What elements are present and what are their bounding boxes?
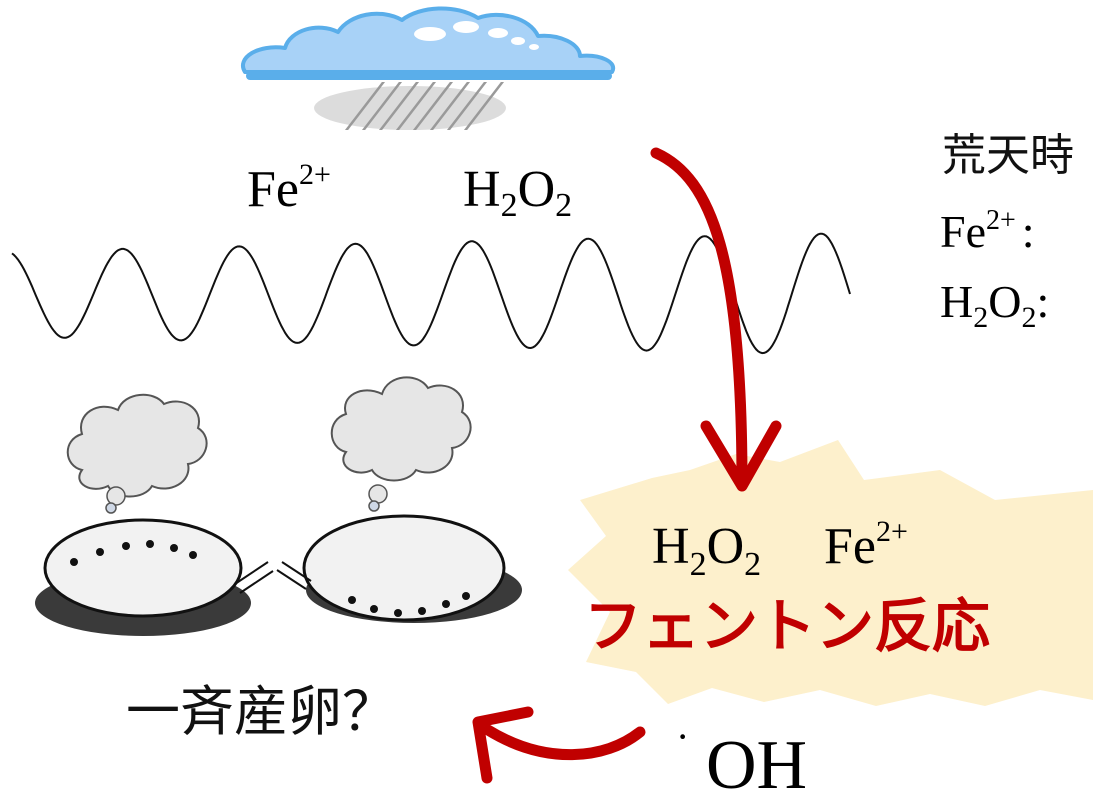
thought-cloud-right-icon [330,376,472,512]
spawning-label: 一斉産卵？ [126,680,396,743]
coral-left-eggs [70,540,197,566]
coral-right-eggs [348,592,470,617]
legend-h2o2-line: H2O2: [940,276,1049,334]
cloud-highlights [414,21,539,50]
legend: 荒天時 Fe2+: H2O2: [940,130,1074,334]
reaction-h2o2: H2O2 [652,518,761,583]
coral-left [35,393,274,636]
hydroxyl-radical-label: OH [706,727,807,793]
coral-left-body [43,518,243,618]
h2o2-label: H2O2 [463,161,572,224]
arrowhead-to-reaction-icon [700,420,782,492]
radical-dot: · [676,714,689,759]
legend-title: 荒天時 [942,130,1074,181]
fe-ion-label: Fe2+ [247,158,331,218]
coral-right [276,376,522,623]
reaction-fe: Fe2+ [824,515,908,575]
rain-streaks-icon [344,82,505,130]
thought-cloud-left-icon [66,393,208,514]
arrow-to-reaction [650,147,748,490]
arrow-to-spawning [482,724,646,761]
legend-fe-line: Fe2+: [940,205,1035,257]
sea-wave [11,232,851,355]
arrowhead-to-spawning-icon [472,706,534,784]
rain-cloud-icon [241,6,616,130]
reaction-name: フェントン反応 [584,592,990,660]
coral-right-body [302,514,506,622]
reaction-burst [568,440,1093,706]
